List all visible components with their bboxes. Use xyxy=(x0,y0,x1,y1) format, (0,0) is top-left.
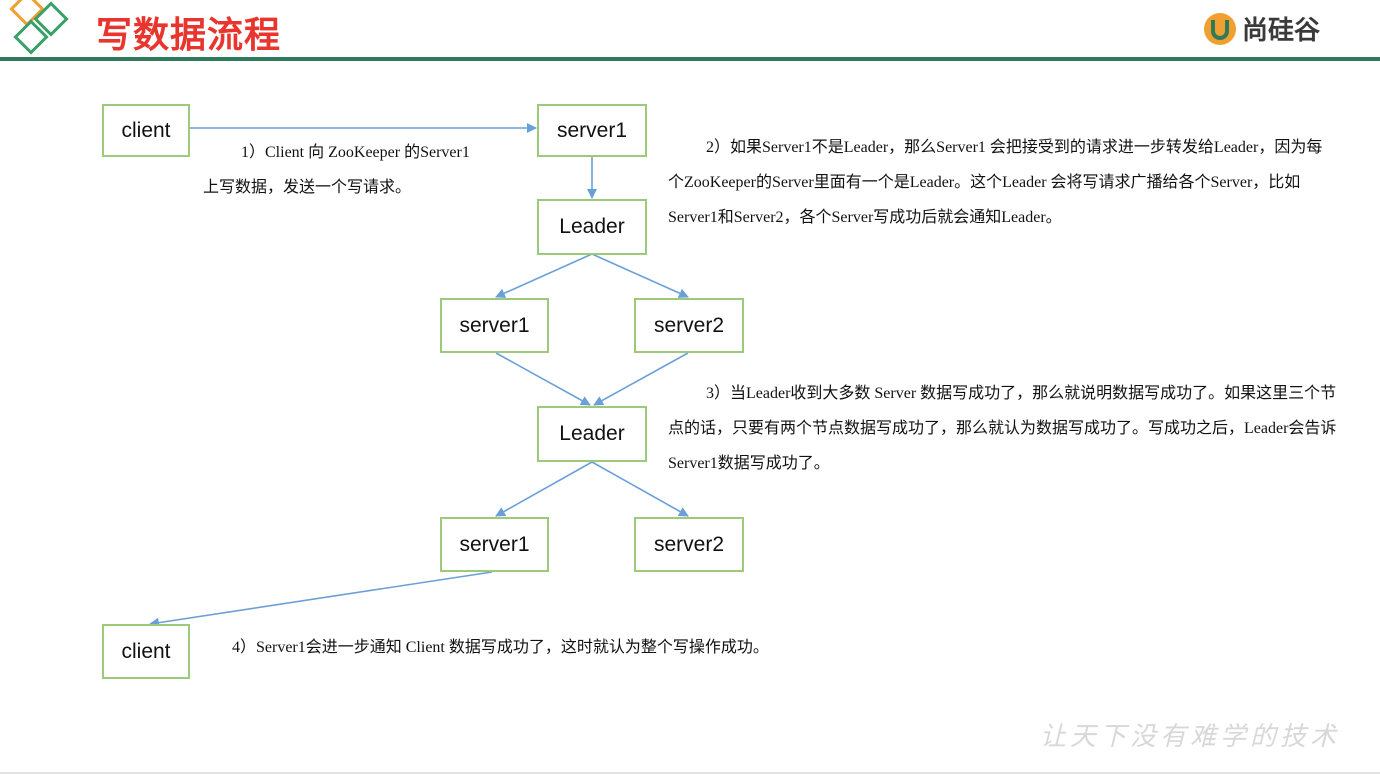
step1-note: 1）Client 向 ZooKeeper 的Server1 上写数据，发送一个写… xyxy=(203,144,470,196)
arrow-leader2-to-server1 xyxy=(495,461,593,517)
arrow-server1-to-client xyxy=(149,571,493,628)
arrow-leader2-to-server2 xyxy=(591,461,689,517)
client-node-bottom: client xyxy=(102,624,190,679)
server1-node-mid: server1 xyxy=(440,298,549,353)
step4-note: 4）Server1会进一步通知 Client 数据写成功了，这时就认为整个写操作… xyxy=(232,639,769,656)
header: 写数据流程 尚硅谷 xyxy=(0,0,1380,62)
server1-node-top: server1 xyxy=(537,104,647,157)
client-node-top: client xyxy=(102,104,190,157)
arrow-server2-to-leader2 xyxy=(593,352,689,406)
arrow-leader-to-server2 xyxy=(591,253,689,298)
server2-node-bottom: server2 xyxy=(634,517,744,572)
header-divider xyxy=(0,57,1380,61)
leader-node-1: Leader xyxy=(537,199,647,255)
brand-name: 尚硅谷 xyxy=(1242,16,1321,46)
brand-logo: 尚硅谷 xyxy=(1202,10,1320,47)
arrow-server1-to-leader2 xyxy=(495,352,591,406)
server1-node-bottom: server1 xyxy=(440,517,549,572)
step2-note: 2）如果Server1不是Leader，那么Server1 会把接受到的请求进一… xyxy=(668,139,1323,226)
brand-u-icon xyxy=(1204,12,1236,45)
server2-node-mid: server2 xyxy=(634,298,744,353)
diamond-logo-icon xyxy=(9,0,69,55)
step3-note: 3）当Leader收到大多数 Server 数据写成功了，那么就说明数据写成功了… xyxy=(668,385,1337,472)
footer-divider xyxy=(0,772,1380,774)
arrow-leader-to-server1 xyxy=(495,253,593,298)
slogan-watermark: 让天下没有难学的技术 xyxy=(1040,722,1341,752)
leader-node-2: Leader xyxy=(537,406,647,462)
page-title: 写数据流程 xyxy=(96,15,282,56)
